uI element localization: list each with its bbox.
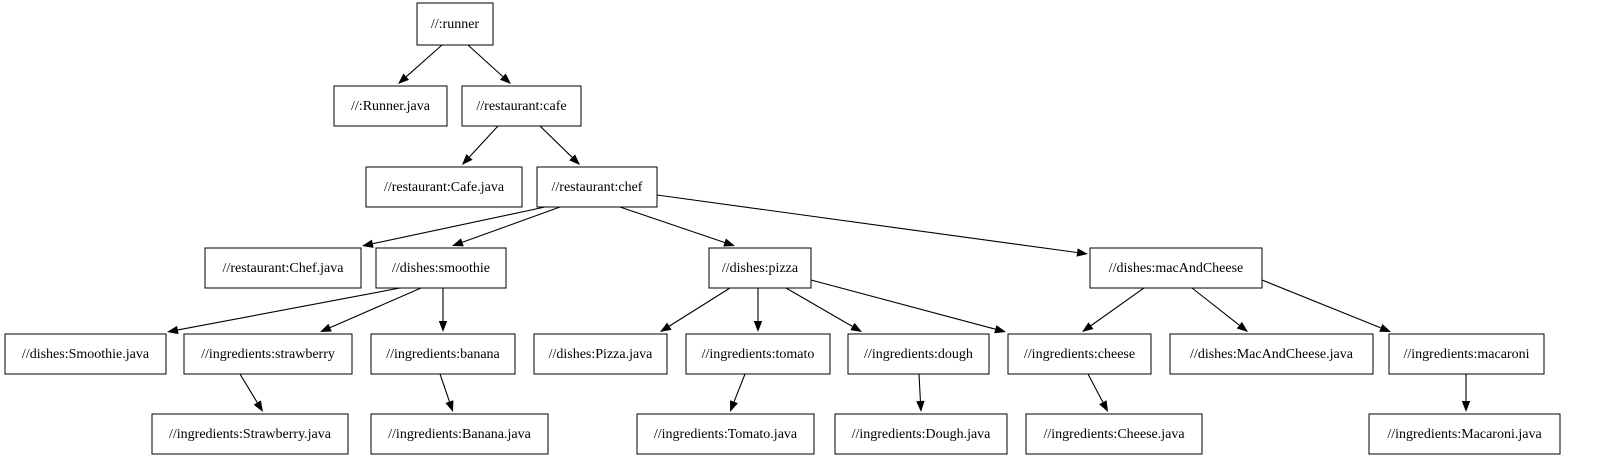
- edge-dishes_pizza-to-ing_cheese: [810, 279, 1006, 334]
- edge-restaurant_chef-to-dishes_pizza: [619, 206, 735, 247]
- node-label: //ingredients:cheese: [1024, 347, 1135, 362]
- node-dishes_smoothie[interactable]: //dishes:smoothie: [375, 247, 507, 289]
- node-runner_java[interactable]: //:Runner.java: [333, 85, 448, 127]
- node-smoothie_java[interactable]: //dishes:Smoothie.java: [4, 333, 167, 375]
- node-ing_banana[interactable]: //ingredients:banana: [370, 333, 516, 375]
- node-label: //ingredients:Macaroni.java: [1387, 427, 1542, 442]
- edge-dishes_pizza-to-ing_dough: [785, 287, 862, 332]
- node-label: //restaurant:Cafe.java: [384, 180, 505, 195]
- edge-restaurant_cafe-to-cafe_java: [462, 125, 499, 165]
- edge-restaurant_cafe-to-restaurant_chef: [539, 125, 580, 165]
- node-dishes_pizza[interactable]: //dishes:pizza: [708, 247, 812, 289]
- node-label: //:Runner.java: [351, 99, 431, 114]
- node-label: //restaurant:Chef.java: [223, 261, 345, 276]
- node-label: //restaurant:cafe: [476, 99, 566, 114]
- node-label: //ingredients:Banana.java: [388, 427, 531, 442]
- node-label: //dishes:Pizza.java: [549, 347, 654, 362]
- node-label: //dishes:pizza: [722, 261, 799, 276]
- edge-dishes_pizza-to-pizza_java: [660, 287, 731, 332]
- edge-restaurant_chef-to-dishes_smoothie: [452, 206, 561, 247]
- node-ing_dough[interactable]: //ingredients:dough: [847, 333, 990, 375]
- node-ing_tomato[interactable]: //ingredients:tomato: [685, 333, 831, 375]
- node-cheese_java[interactable]: //ingredients:Cheese.java: [1025, 413, 1203, 455]
- node-label: //ingredients:strawberry: [201, 347, 335, 362]
- node-label: //ingredients:dough: [864, 347, 973, 362]
- edge-dishes_mac-to-ing_macaroni: [1261, 279, 1391, 332]
- node-restaurant_cafe[interactable]: //restaurant:cafe: [461, 85, 582, 127]
- node-banana_java[interactable]: //ingredients:Banana.java: [370, 413, 549, 455]
- edge-dishes_pizza-to-ing_tomato: [753, 288, 763, 332]
- edge-ing_strawberry-to-strawberry_java: [239, 373, 263, 412]
- node-label: //ingredients:Strawberry.java: [169, 427, 332, 442]
- node-macaroni_java[interactable]: //ingredients:Macaroni.java: [1368, 413, 1561, 455]
- edge-ing_macaroni-to-macaroni_java: [1461, 374, 1471, 412]
- node-label: //dishes:smoothie: [392, 261, 490, 276]
- edge-ing_tomato-to-tomato_java: [730, 373, 746, 412]
- edge-ing_banana-to-banana_java: [439, 373, 454, 412]
- node-dough_java[interactable]: //ingredients:Dough.java: [834, 413, 1008, 455]
- node-ing_cheese[interactable]: //ingredients:cheese: [1007, 333, 1152, 375]
- node-label: //:runner: [431, 17, 480, 32]
- edge-restaurant_chef-to-dishes_mac: [656, 194, 1088, 257]
- node-label: //ingredients:macaroni: [1404, 347, 1530, 362]
- edge-dishes_smoothie-to-ing_strawberry: [320, 287, 422, 332]
- node-ing_strawberry[interactable]: //ingredients:strawberry: [183, 333, 353, 375]
- node-label: //dishes:Smoothie.java: [22, 347, 150, 362]
- edge-dishes_smoothie-to-smoothie_java: [167, 287, 401, 335]
- edge-runner-to-restaurant_cafe: [467, 44, 511, 84]
- node-layer: //:runner //:Runner.java //restaurant:cafe…: [4, 2, 1561, 455]
- node-label: //ingredients:Cheese.java: [1043, 427, 1185, 442]
- node-ing_macaroni[interactable]: //ingredients:macaroni: [1388, 333, 1545, 375]
- node-cafe_java[interactable]: //restaurant:Cafe.java: [365, 166, 523, 208]
- node-label: //ingredients:Tomato.java: [654, 427, 798, 442]
- edge-ing_dough-to-dough_java: [916, 373, 925, 412]
- edge-dishes_mac-to-ing_cheese: [1082, 287, 1145, 332]
- node-restaurant_chef[interactable]: //restaurant:chef: [536, 166, 658, 208]
- node-label: //dishes:macAndCheese: [1109, 261, 1244, 276]
- node-dishes_mac[interactable]: //dishes:macAndCheese: [1089, 247, 1263, 289]
- node-strawberry_java[interactable]: //ingredients:Strawberry.java: [151, 413, 349, 455]
- node-label: //dishes:MacAndCheese.java: [1190, 347, 1354, 362]
- node-label: //ingredients:banana: [386, 347, 500, 362]
- node-mac_java[interactable]: //dishes:MacAndCheese.java: [1169, 333, 1374, 375]
- edge-dishes_mac-to-mac_java: [1191, 287, 1248, 332]
- node-tomato_java[interactable]: //ingredients:Tomato.java: [636, 413, 815, 455]
- node-runner[interactable]: //:runner: [416, 2, 494, 46]
- edge-runner-to-runner_java: [398, 44, 443, 84]
- edge-restaurant_chef-to-chef_java: [362, 206, 546, 248]
- edge-dishes_smoothie-to-ing_banana: [438, 288, 448, 332]
- node-label: //ingredients:tomato: [702, 347, 815, 362]
- node-pizza_java[interactable]: //dishes:Pizza.java: [533, 333, 668, 375]
- edge-layer: [167, 44, 1471, 412]
- node-label: //restaurant:chef: [552, 180, 643, 195]
- node-label: //ingredients:Dough.java: [852, 427, 992, 442]
- edge-ing_cheese-to-cheese_java: [1087, 373, 1108, 412]
- node-chef_java[interactable]: //restaurant:Chef.java: [204, 247, 362, 289]
